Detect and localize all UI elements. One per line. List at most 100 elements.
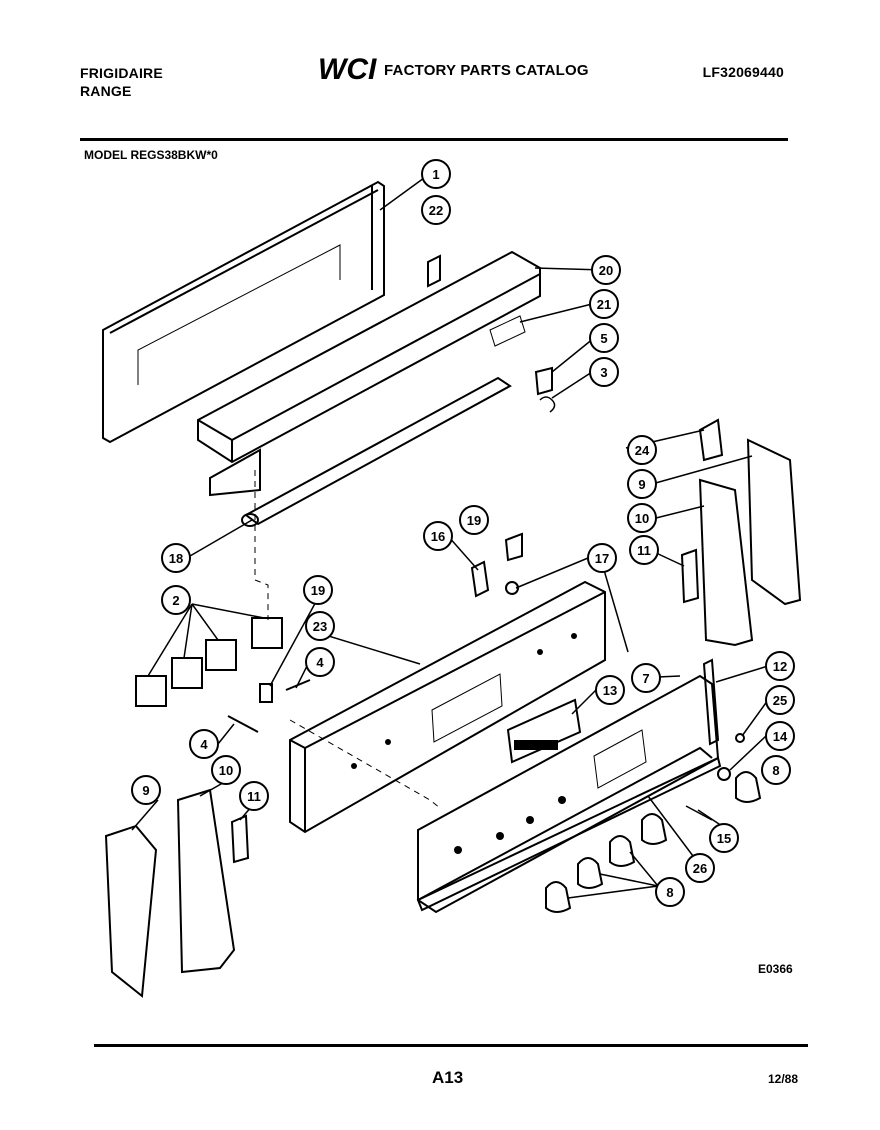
callout-number: 21 (597, 297, 611, 312)
callout-10: 10 (627, 503, 657, 533)
diagram-code: E0366 (758, 962, 793, 976)
catalog-title: FACTORY PARTS CATALOG (384, 62, 589, 79)
callout-number: 8 (666, 885, 673, 900)
trim-bar-26 (416, 756, 722, 912)
callout-11: 11 (629, 535, 659, 565)
catalog-date: 12/88 (768, 1072, 799, 1086)
callout-number: 13 (603, 683, 617, 698)
callout-number: 18 (169, 551, 183, 566)
callout-number: 23 (313, 619, 327, 634)
callout-24: 24 (627, 435, 657, 465)
callout-4: 4 (305, 647, 335, 677)
bushing-14 (717, 767, 731, 781)
callout-9: 9 (131, 775, 161, 805)
clock-13 (506, 698, 582, 764)
hole-mark (537, 649, 543, 655)
callout-25: 25 (765, 685, 795, 715)
callout-number: 22 (429, 203, 443, 218)
brand-name: FRIGIDAIRE (80, 65, 163, 81)
callout-number: 4 (316, 655, 324, 670)
back-panel (102, 180, 385, 444)
callout-11: 11 (239, 781, 269, 811)
control-panel-23 (289, 580, 606, 834)
callout-number: 10 (219, 763, 233, 778)
fluorescent-tube-18 (241, 376, 512, 527)
callout-26: 26 (685, 853, 715, 883)
clock-display (514, 740, 558, 750)
dial-mark (558, 796, 566, 804)
infinite-switches-2 (135, 617, 283, 707)
callout-22: 22 (421, 195, 451, 225)
header-rule (80, 138, 788, 141)
catalog-number: LF32069440 (702, 64, 784, 80)
callout-number: 4 (200, 737, 208, 752)
callout-number: 26 (693, 861, 707, 876)
hole-mark (571, 633, 577, 639)
callout-number: 9 (638, 477, 645, 492)
callout-7: 7 (631, 663, 661, 693)
clip-3 (539, 396, 556, 413)
callout-number: 2 (172, 593, 179, 608)
callout-17: 17 (587, 543, 617, 573)
dial-mark (526, 816, 534, 824)
socket-16 (470, 560, 490, 598)
hole-mark (385, 739, 391, 745)
wire-4-lower (227, 715, 259, 733)
side-bracket-10-right (698, 478, 754, 647)
trim-strip-12 (702, 658, 720, 746)
callout-number: 20 (599, 263, 613, 278)
clip-19-mid (259, 683, 273, 703)
callout-number: 12 (773, 659, 787, 674)
side-bracket-10-left (176, 788, 236, 974)
callout-14: 14 (765, 721, 795, 751)
callout-10: 10 (211, 755, 241, 785)
model-label: MODEL REGS38BKW*0 (84, 148, 218, 162)
wci-logo-text: WCI (318, 53, 377, 83)
callout-1: 1 (421, 159, 451, 189)
brand-block: FRIGIDAIRE RANGE (80, 64, 163, 100)
hole-mark (351, 763, 357, 769)
callout-number: 8 (772, 763, 779, 778)
dial-mark (496, 832, 504, 840)
wci-logo: WCI (318, 53, 377, 83)
callout-number: 5 (600, 331, 607, 346)
callout-number: 11 (247, 789, 261, 804)
callout-number: 16 (431, 529, 445, 544)
callout-number: 15 (717, 831, 731, 846)
bracket-24 (698, 418, 724, 462)
callout-number: 1 (432, 167, 439, 182)
callout-20: 20 (591, 255, 621, 285)
side-trim-9-right (746, 438, 802, 606)
callout-13: 13 (595, 675, 625, 705)
callout-23: 23 (305, 611, 335, 641)
callout-number: 17 (595, 551, 609, 566)
nut-17 (505, 581, 519, 595)
callout-8: 8 (761, 755, 791, 785)
callout-2: 2 (161, 585, 191, 615)
callout-19: 19 (459, 505, 489, 535)
page-number: A13 (432, 1068, 464, 1087)
callout-18: 18 (161, 543, 191, 573)
callout-4: 4 (189, 729, 219, 759)
callout-5: 5 (589, 323, 619, 353)
screw-15 (685, 805, 713, 821)
control-knobs-8 (545, 771, 762, 913)
product-type: RANGE (80, 83, 132, 99)
clip-19-top (504, 532, 523, 562)
callout-9: 9 (627, 469, 657, 499)
callout-number: 19 (467, 513, 481, 528)
callout-3: 3 (589, 357, 619, 387)
screw-25 (735, 733, 745, 743)
callout-19: 19 (303, 575, 333, 605)
bracket-22 (427, 254, 441, 288)
callout-number: 14 (773, 729, 788, 744)
callout-number: 25 (773, 693, 787, 708)
front-panel-7 (417, 674, 720, 914)
plate-21 (489, 315, 526, 347)
callout-number: 24 (635, 443, 650, 458)
callout-number: 11 (637, 543, 651, 558)
footer-rule (94, 1044, 808, 1047)
clip-11-right (680, 548, 700, 604)
side-trim-9-left (104, 824, 158, 998)
callout-number: 7 (642, 671, 649, 686)
